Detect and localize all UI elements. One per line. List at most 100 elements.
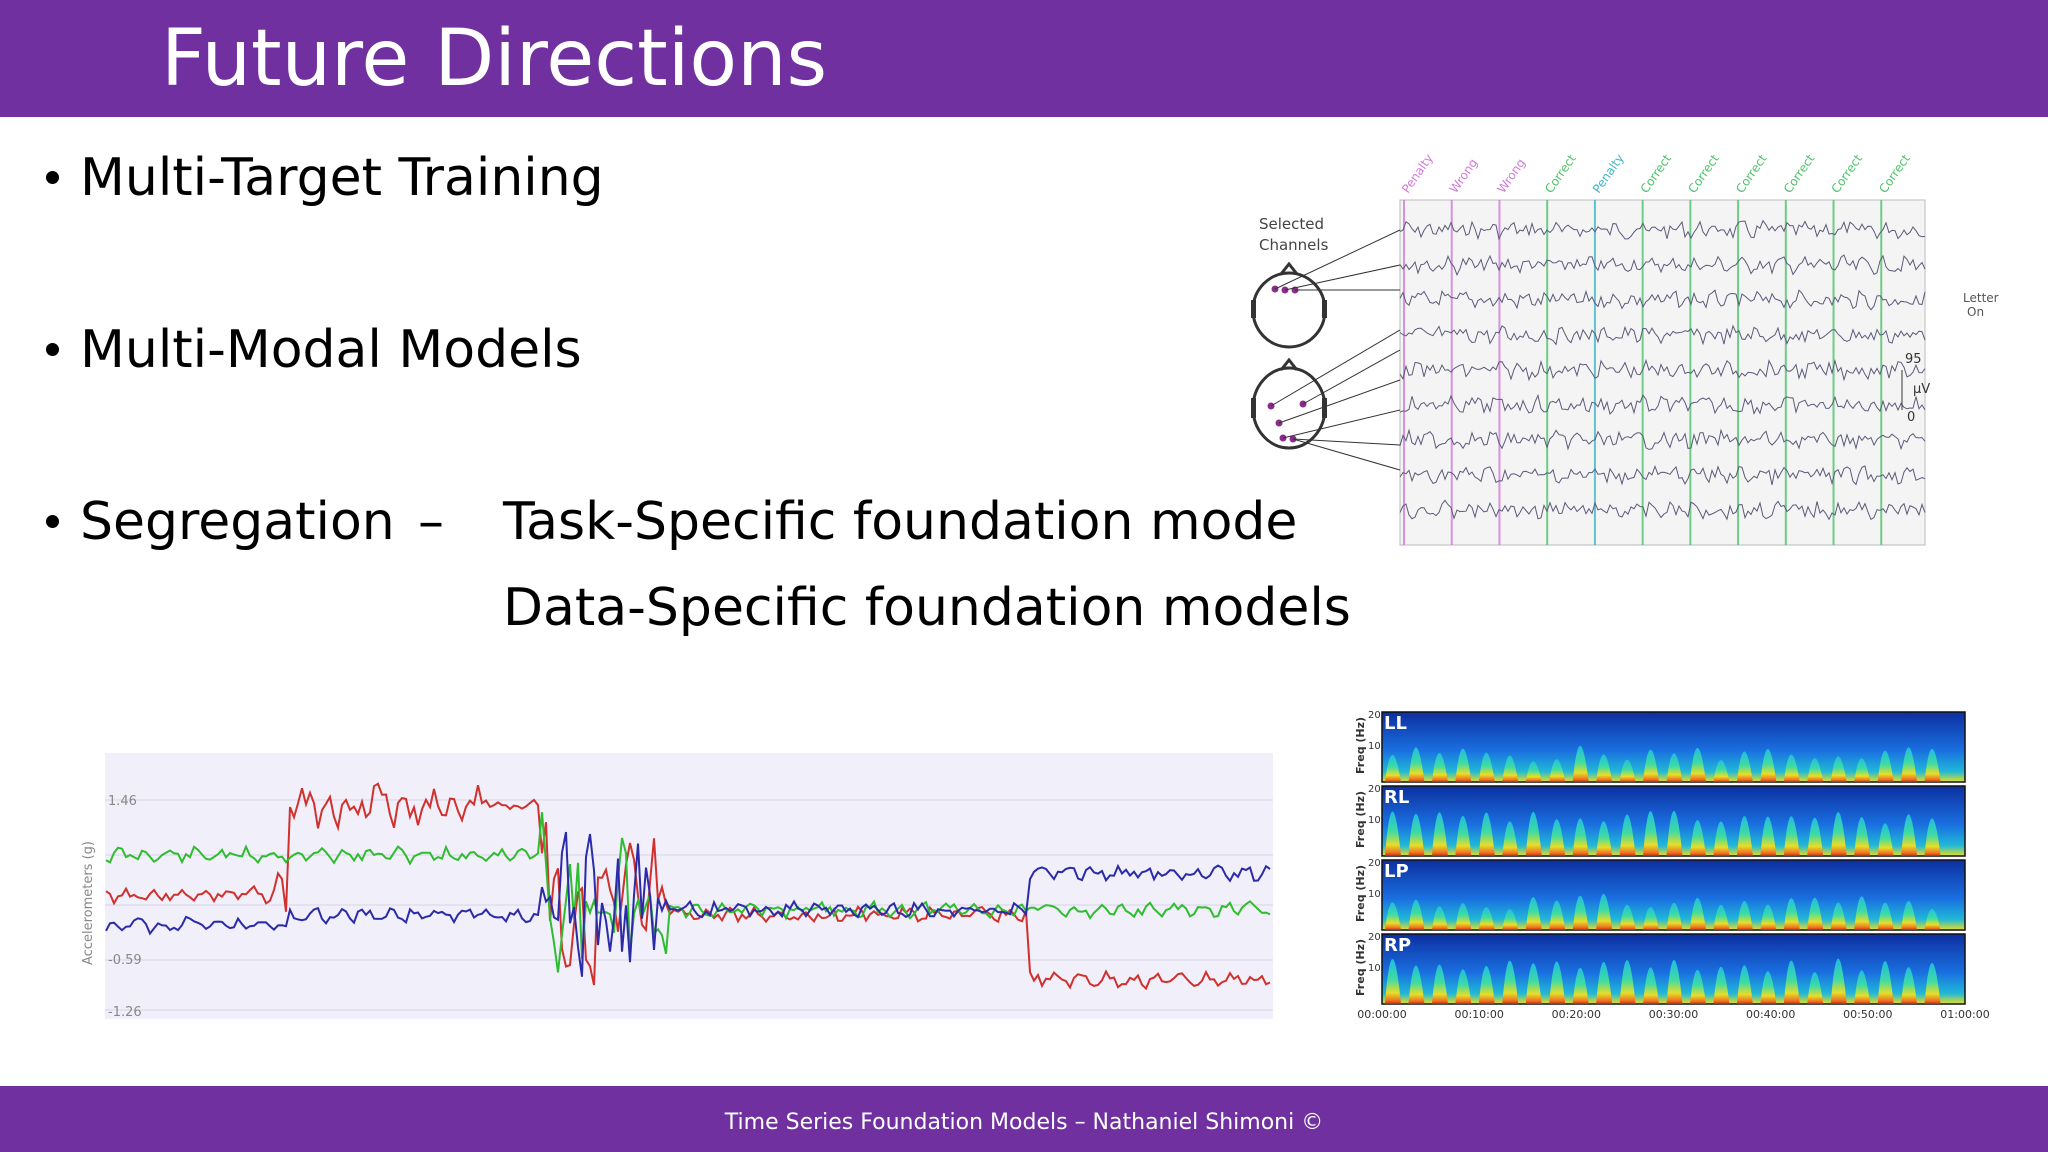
spectrogram-ytick: 20 (1368, 784, 1381, 795)
spectrogram-burst (1877, 902, 1894, 930)
spectrogram-burst (1549, 819, 1566, 856)
spectrogram-burst (1666, 810, 1683, 856)
slide-title: Future Directions (161, 14, 828, 104)
eeg-trace (1399, 324, 1926, 346)
spectrogram-burst (1478, 812, 1495, 856)
accel-plot-area (105, 753, 1273, 1019)
eeg-trace (1399, 358, 1926, 382)
spectrogram-burst (1854, 758, 1871, 782)
spectrogram-burst (1760, 971, 1777, 1004)
spectrogram-burst (1525, 811, 1542, 856)
spectrogram-ylabel: Freq (Hz) (1354, 717, 1367, 774)
bullet-dot (46, 515, 59, 528)
eeg-scale-top: 95 (1905, 352, 1922, 367)
spectrogram-burst (1525, 761, 1542, 782)
electrode-connector (1292, 438, 1401, 471)
spectrogram-burst (1877, 823, 1894, 856)
spectrogram-burst (1643, 811, 1660, 856)
spectrogram-xtick: 00:20:00 (1552, 1008, 1601, 1021)
electrode-connector (1302, 349, 1401, 405)
spectrogram-burst (1455, 815, 1472, 856)
eeg-column-label: Correct (1542, 152, 1579, 196)
spectrogram-burst (1736, 900, 1753, 930)
accelerometer-figure: Accelerometers (g) 1.46 -0.59 -1.26 (70, 745, 1285, 1030)
spectrogram-burst (1901, 900, 1918, 930)
eeg-column-label: Wrong (1447, 156, 1481, 196)
spectrogram-burst (1830, 958, 1847, 1004)
spectrogram-burst (1455, 969, 1472, 1004)
eeg-channels-label: Channels (1259, 236, 1329, 254)
eeg-scale-bottom: 0 (1907, 410, 1915, 425)
spectrogram-burst (1431, 964, 1448, 1004)
spectrogram-burst (1549, 900, 1566, 930)
spectrogram-burst (1666, 753, 1683, 782)
spectrogram-ytick: 10 (1368, 963, 1381, 974)
spectrogram-burst (1502, 821, 1519, 856)
spectrogram-burst (1783, 960, 1800, 1004)
spectrogram-ylabel: Freq (Hz) (1354, 791, 1367, 848)
spectrogram-ytick: 20 (1368, 858, 1381, 869)
spectrogram-ylabel: Freq (Hz) (1354, 865, 1367, 922)
eeg-column-label: Correct (1638, 152, 1675, 196)
spectrogram-burst (1478, 752, 1495, 782)
spectrogram-burst (1408, 899, 1425, 930)
spectrogram-burst (1807, 758, 1824, 782)
spectrogram-panel-label: LP (1384, 861, 1409, 882)
electrode-connector (1282, 409, 1401, 439)
head-icon (1251, 357, 1327, 450)
spectrogram-ylabel: Freq (Hz) (1354, 939, 1367, 996)
eeg-column-label: Correct (1829, 152, 1866, 196)
eeg-trace (1399, 428, 1926, 451)
spectrogram-burst (1689, 969, 1706, 1004)
spectrogram-burst (1924, 963, 1941, 1004)
bullet-multi-target: Multi-Target Training (80, 148, 604, 208)
footer-bar (0, 1086, 2048, 1152)
spectrogram-xtick: 00:30:00 (1649, 1008, 1698, 1021)
spectrogram-burst (1385, 754, 1401, 782)
spectrogram-burst (1502, 755, 1519, 782)
spectrogram-burst (1807, 817, 1824, 856)
spectrogram-burst (1549, 759, 1566, 782)
spectrogram-burst (1854, 817, 1871, 856)
accel-ylabel: Accelerometers (g) (81, 841, 96, 965)
spectrogram-burst (1830, 902, 1847, 930)
spectrogram-burst (1689, 897, 1706, 930)
spectrogram-burst (1572, 745, 1589, 782)
spectrogram-burst (1854, 970, 1871, 1004)
spectrogram-burst (1596, 821, 1613, 856)
spectrogram-burst (1807, 897, 1824, 930)
spectrogram-burst (1713, 821, 1730, 856)
spectrogram-burst (1455, 903, 1472, 930)
spectrogram-burst (1572, 895, 1589, 930)
spectrogram-burst (1572, 818, 1589, 856)
head-icon (1251, 261, 1327, 349)
eeg-column-label: Penalty (1399, 151, 1436, 195)
eeg-column-label: Correct (1876, 152, 1913, 196)
spectrogram-burst (1596, 893, 1613, 930)
bullet-sub-task-specific: Task-Specific foundation mode (503, 492, 1298, 552)
spectrogram-burst (1619, 814, 1636, 856)
bullet-sub-data-specific: Data-Specific foundation models (503, 578, 1351, 638)
spectrogram-burst (1478, 965, 1495, 1004)
spectrogram-burst (1736, 751, 1753, 782)
spectrogram-burst (1478, 907, 1495, 930)
spectrogram-ytick: 20 (1368, 932, 1381, 943)
spectrogram-burst (1619, 759, 1636, 782)
spectrogram-xtick: 00:40:00 (1746, 1008, 1795, 1021)
spectrogram-ytick: 10 (1368, 815, 1381, 826)
spectrogram-panel-label: RP (1384, 935, 1411, 956)
spectrogram-burst (1736, 965, 1753, 1004)
accel-tick-label: 1.46 (108, 794, 137, 809)
eeg-column-label: Penalty (1590, 151, 1627, 195)
accel-tick-label: -0.59 (108, 953, 142, 968)
bullet-dash: – (418, 492, 444, 552)
spectrogram-burst (1572, 967, 1589, 1004)
spectrogram-burst (1783, 816, 1800, 856)
spectrogram-burst (1666, 960, 1683, 1004)
eeg-trace-area (1399, 199, 1926, 546)
eeg-trace (1399, 465, 1926, 486)
spectrogram-burst (1596, 961, 1613, 1004)
bullet-segregation: Segregation (80, 492, 395, 552)
spectrogram-burst (1924, 818, 1941, 856)
spectrogram-xtick: 00:00:00 (1357, 1008, 1406, 1021)
